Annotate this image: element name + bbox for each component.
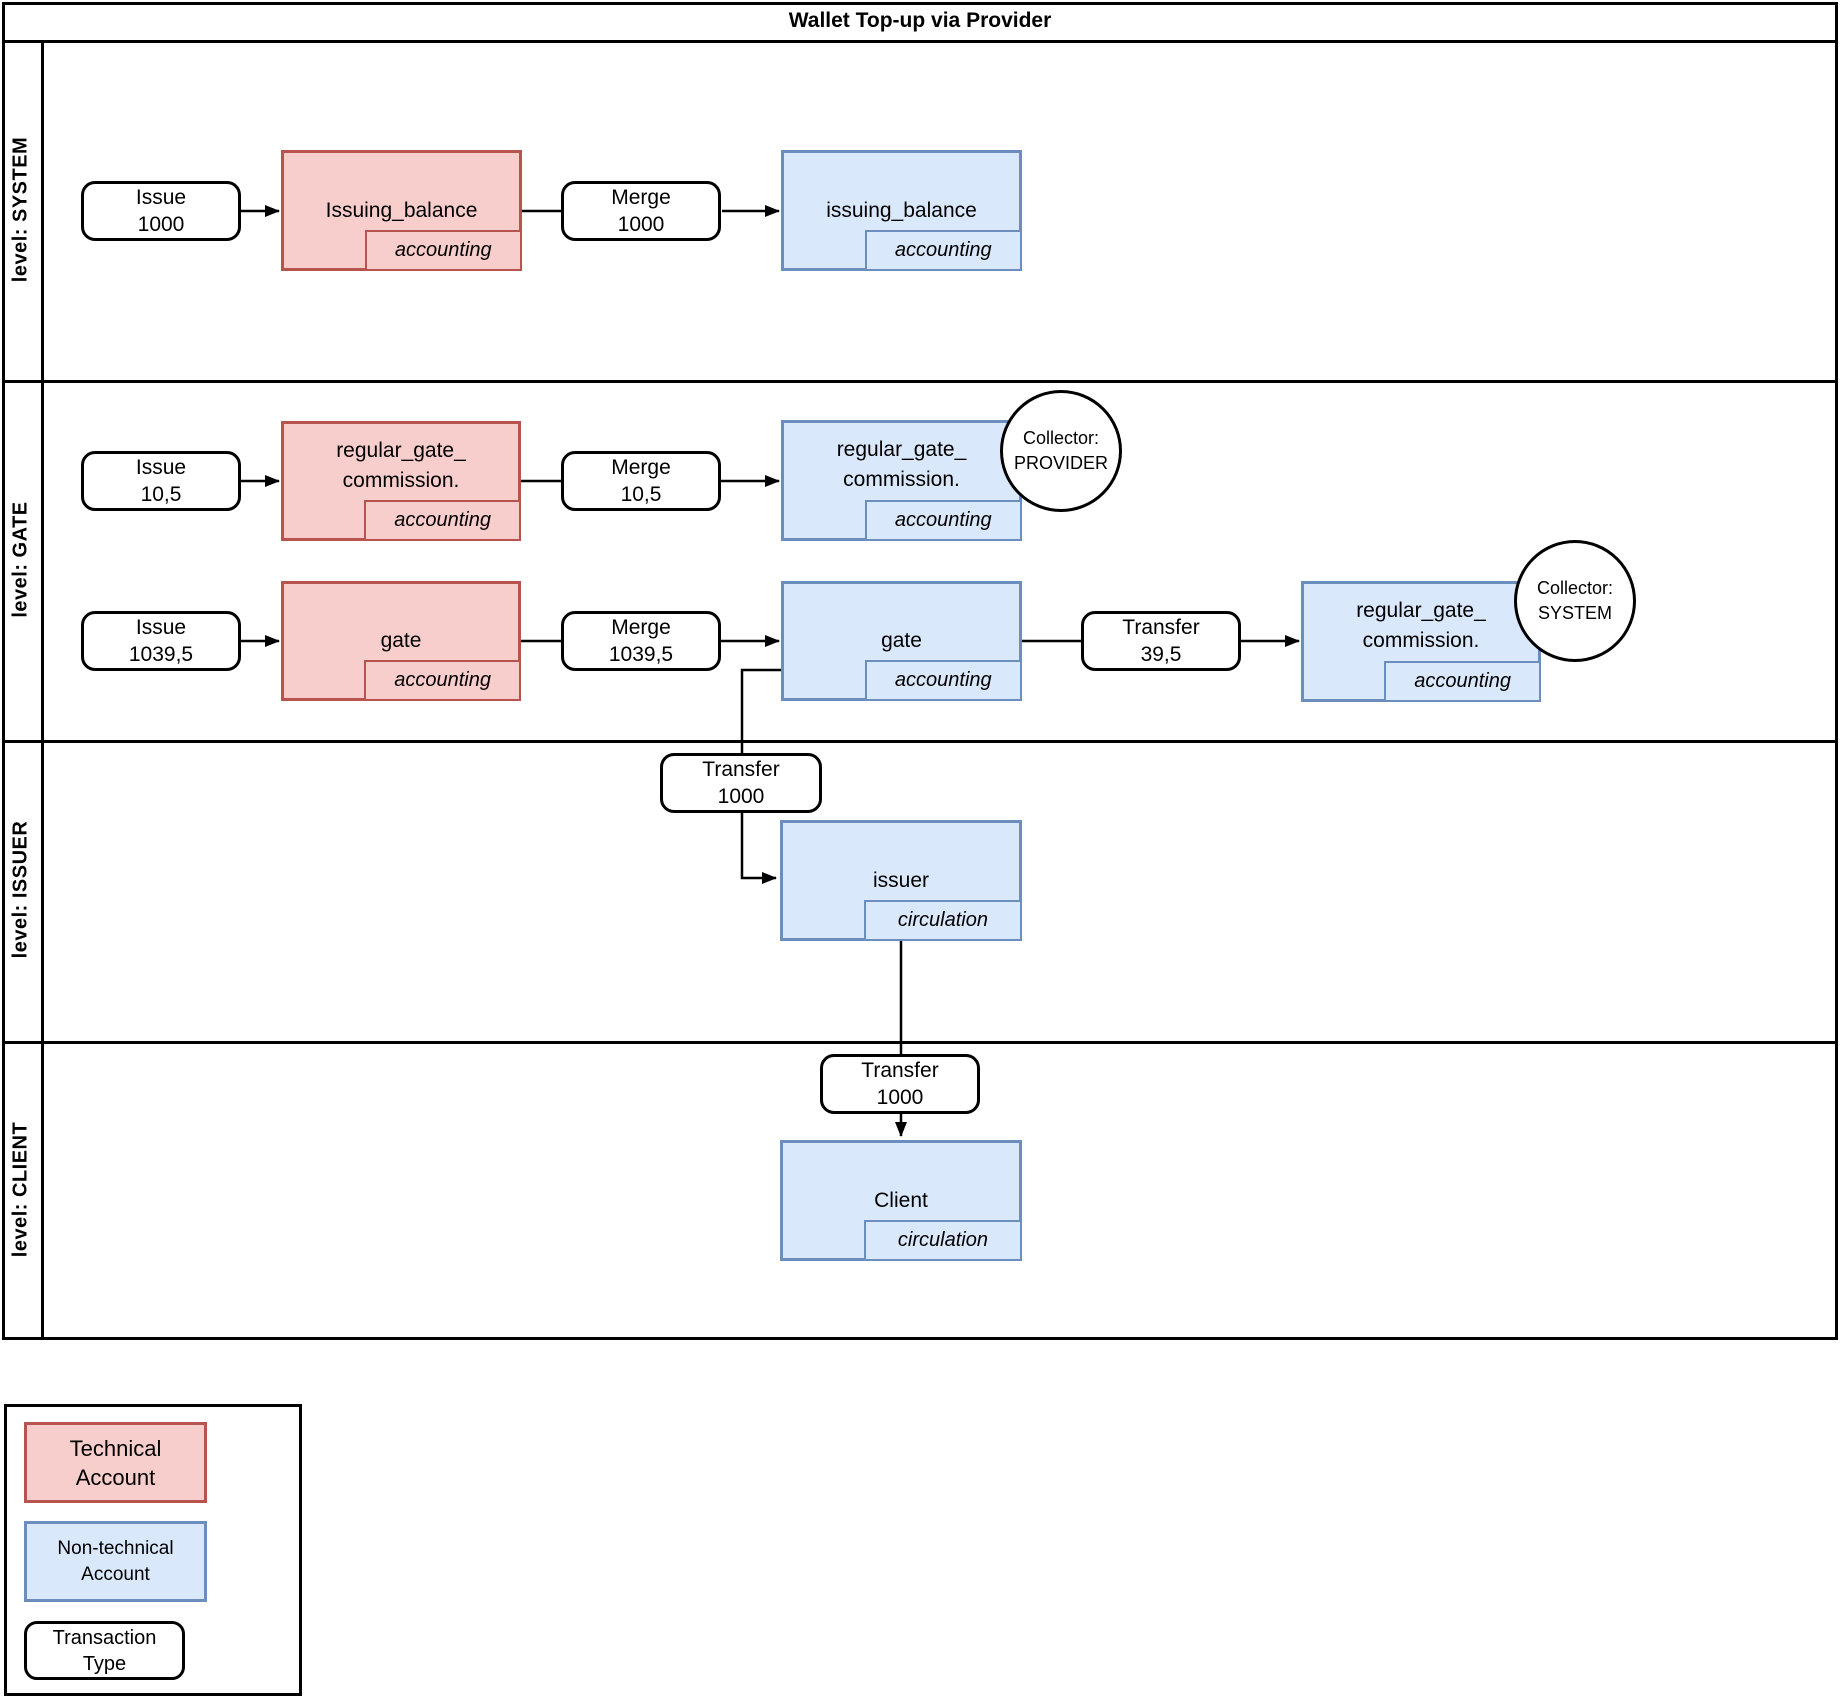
legend-transaction-type: Transaction Type bbox=[24, 1621, 185, 1680]
transaction-amount: 1000 bbox=[137, 213, 185, 236]
account-tag: circulation bbox=[863, 1220, 1022, 1261]
legend-technical-account: Technical Account bbox=[24, 1422, 207, 1503]
transaction-issue-10-5: Issue 10,5 bbox=[81, 451, 241, 511]
account-tag: accounting bbox=[864, 500, 1022, 541]
account-tag: accounting bbox=[364, 500, 521, 541]
account-label: gate bbox=[380, 629, 422, 652]
transaction-amount: 1039,5 bbox=[128, 643, 194, 666]
legend-box: Technical Account Non-technical Account … bbox=[4, 1404, 302, 1696]
transaction-transfer-39-5: Transfer 39,5 bbox=[1081, 611, 1241, 671]
transaction-merge-1000: Merge 1000 bbox=[561, 181, 721, 241]
legend-label-line1: Transaction bbox=[52, 1626, 157, 1649]
diagram-title: Wallet Top-up via Provider bbox=[788, 9, 1052, 32]
lane-divider-gate-issuer bbox=[2, 740, 1838, 743]
transaction-transfer-1000-issuer: Transfer 1000 bbox=[660, 753, 822, 813]
transaction-type: Merge bbox=[611, 616, 671, 639]
collector-label: Collector: bbox=[1536, 578, 1614, 598]
account-label-line2: commission. bbox=[843, 468, 960, 491]
transaction-type: Transfer bbox=[861, 1059, 939, 1082]
legend-nontechnical-account: Non-technical Account bbox=[24, 1521, 207, 1602]
account-gate-technical: gate accounting bbox=[281, 581, 521, 701]
transaction-type: Merge bbox=[611, 456, 671, 479]
collector-value: PROVIDER bbox=[1013, 453, 1109, 473]
account-tag: accounting bbox=[864, 230, 1022, 271]
transaction-amount: 1000 bbox=[617, 213, 665, 236]
account-label: regular_gate_ commission. bbox=[784, 423, 1019, 538]
transaction-type: Merge bbox=[611, 186, 671, 209]
legend-label-line1: Technical bbox=[69, 1435, 162, 1461]
legend-label-line2: Account bbox=[81, 1563, 150, 1585]
account-tag: accounting bbox=[864, 660, 1022, 701]
account-label-line2: commission. bbox=[1362, 629, 1480, 652]
account-label-line1: regular_gate_ bbox=[1356, 599, 1486, 622]
legend-label-line2: Account bbox=[75, 1464, 156, 1490]
account-label-line2: commission. bbox=[342, 469, 460, 492]
collector-label: Collector: bbox=[1022, 428, 1100, 448]
account-regular-gate-commission-system: regular_gate_ commission. accounting bbox=[1301, 581, 1541, 702]
account-label-line1: regular_gate_ bbox=[836, 438, 967, 461]
account-label-line1: regular_gate_ bbox=[336, 439, 466, 462]
lane-divider-system-gate bbox=[2, 380, 1838, 383]
transaction-type: Issue bbox=[135, 186, 187, 209]
account-tag: accounting bbox=[364, 660, 521, 701]
transaction-amount: 1039,5 bbox=[608, 643, 674, 666]
account-tag: circulation bbox=[863, 900, 1022, 941]
account-regular-gate-commission-provider: regular_gate_ commission. accounting bbox=[781, 420, 1022, 541]
account-label: regular_gate_ commission. bbox=[1304, 584, 1538, 699]
transaction-issue-1039-5: Issue 1039,5 bbox=[81, 611, 241, 671]
transaction-amount: 10,5 bbox=[620, 483, 662, 506]
transaction-issue-1000: Issue 1000 bbox=[81, 181, 241, 241]
account-label: Issuing_balance bbox=[325, 198, 478, 222]
lane-divider-issuer-client bbox=[2, 1041, 1838, 1044]
transaction-type: Issue bbox=[135, 616, 187, 639]
account-label: regular_gate_ commission. bbox=[284, 424, 518, 538]
transaction-amount: 1000 bbox=[717, 785, 765, 808]
account-label: issuing_balance bbox=[826, 198, 977, 222]
transaction-type: Issue bbox=[135, 456, 187, 479]
transaction-transfer-1000-client: Transfer 1000 bbox=[820, 1054, 980, 1114]
account-regular-gate-commission-technical: regular_gate_ commission. accounting bbox=[281, 421, 521, 541]
transaction-type: Transfer bbox=[1122, 616, 1200, 639]
transaction-amount: 39,5 bbox=[1140, 643, 1182, 666]
account-issuer: issuer circulation bbox=[780, 820, 1022, 941]
transaction-merge-1039-5: Merge 1039,5 bbox=[561, 611, 721, 671]
legend-label-line1: Non-technical bbox=[57, 1537, 174, 1559]
account-gate-nontechnical: gate accounting bbox=[781, 581, 1022, 701]
account-label: issuer bbox=[872, 868, 930, 892]
account-client: Client circulation bbox=[780, 1140, 1022, 1261]
collector-system-badge: Collector: SYSTEM bbox=[1514, 540, 1636, 662]
transaction-merge-10-5: Merge 10,5 bbox=[561, 451, 721, 511]
collector-provider-badge: Collector: PROVIDER bbox=[1000, 390, 1122, 512]
account-issuing-balance-nontechnical: issuing_balance accounting bbox=[781, 150, 1022, 271]
collector-value: SYSTEM bbox=[1537, 603, 1612, 623]
account-label: Client bbox=[874, 1188, 928, 1212]
account-label: gate bbox=[881, 629, 922, 652]
transaction-amount: 10,5 bbox=[140, 483, 182, 506]
transaction-type: Transfer bbox=[702, 758, 780, 781]
account-tag: accounting bbox=[364, 230, 522, 271]
lane-label-divider bbox=[41, 40, 44, 1340]
title-divider bbox=[2, 40, 1838, 43]
legend-label-line2: Type bbox=[82, 1652, 127, 1675]
account-issuing-balance-technical: Issuing_balance accounting bbox=[281, 150, 522, 271]
transaction-amount: 1000 bbox=[876, 1086, 924, 1109]
account-tag: accounting bbox=[1384, 661, 1541, 702]
